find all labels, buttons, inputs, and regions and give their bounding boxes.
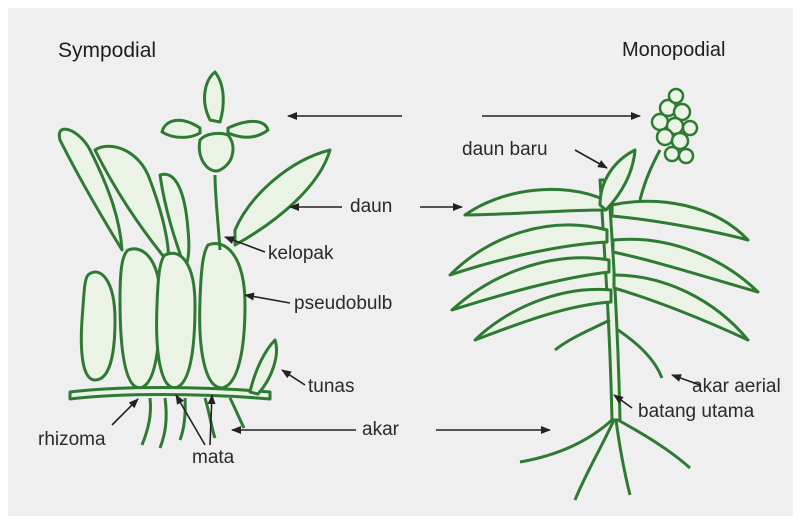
pseudobulb-shape	[81, 272, 115, 380]
rhizome	[70, 388, 270, 400]
label-daun-baru: daun baru	[462, 140, 548, 159]
pseudobulb-shape	[120, 249, 160, 388]
monopodial-root	[520, 420, 612, 462]
arrow-rhizoma	[112, 399, 138, 425]
label-tunas: tunas	[308, 377, 354, 396]
aerial-root	[555, 320, 610, 350]
flower-lip	[199, 133, 233, 171]
sympodial-root	[230, 398, 244, 428]
label-akar: akar	[362, 420, 399, 439]
monopodial-leaf	[465, 189, 605, 215]
arrow-pseudobulb	[245, 295, 290, 303]
monopodial-plant	[450, 150, 758, 500]
flower-petal	[228, 121, 268, 137]
label-rhizoma: rhizoma	[38, 430, 106, 449]
sympodial-root	[160, 398, 166, 448]
label-akar-aerial: akar aerial	[692, 377, 781, 396]
flower-stalk	[215, 175, 220, 250]
sympodial-leaf	[235, 150, 330, 245]
monopodial-leaf	[612, 201, 748, 240]
flower-petal	[205, 72, 224, 122]
label-batang-utama: batang utama	[638, 402, 754, 421]
pseudobulb-shape	[200, 243, 245, 388]
flower-spike	[640, 150, 660, 200]
aerial-root	[618, 330, 662, 378]
arrow-mata-2	[210, 395, 212, 445]
pseudobulb-shape	[157, 253, 195, 388]
monopodial-root	[616, 420, 630, 495]
monopodial-root	[618, 420, 690, 468]
label-mata: mata	[192, 448, 234, 467]
sympodial-root	[142, 398, 151, 445]
label-kelopak: kelopak	[268, 244, 334, 263]
title-monopodial: Monopodial	[622, 40, 725, 60]
label-daun: daun	[350, 197, 392, 216]
arrow-daun-baru	[575, 150, 607, 168]
label-pseudobulb: pseudobulb	[294, 294, 392, 313]
flower-petal	[162, 120, 200, 137]
title-sympodial: Sympodial	[58, 40, 156, 61]
new-shoot	[250, 340, 276, 394]
arrow-tunas	[282, 370, 305, 385]
